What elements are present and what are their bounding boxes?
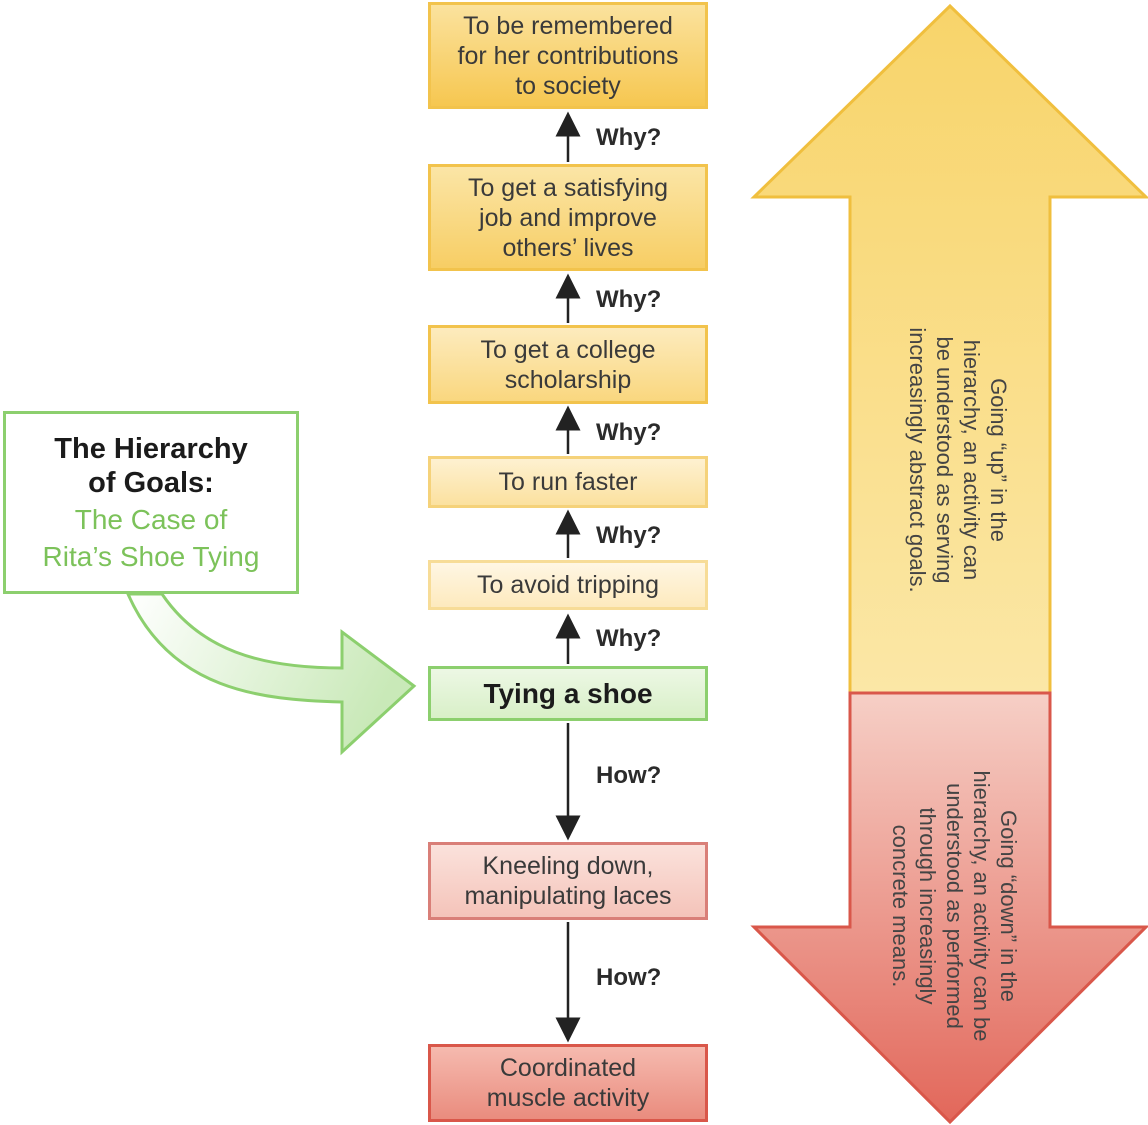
subtitle-line-1: The Case of xyxy=(74,503,228,535)
up-text-line: hierarchy, an activity can xyxy=(959,339,984,581)
up-arrow-shape xyxy=(750,3,1148,695)
goal-box-tying-shoe: Tying a shoe xyxy=(428,666,708,721)
up-text-line: increasingly abstract goals. xyxy=(905,327,930,593)
down-arrow-text: Going “down” in the hierarchy, an activi… xyxy=(882,756,1022,1056)
down-text-line: through increasingly xyxy=(915,807,940,1005)
goal-text: To avoid tripping xyxy=(476,571,660,599)
goal-text: Coordinated xyxy=(499,1054,637,1082)
down-text-line: understood as performed xyxy=(942,783,967,1029)
goal-text: for her contributions xyxy=(457,41,679,70)
why-label-2: Why? xyxy=(596,286,662,313)
goal-box-scholarship: To get a college scholarship xyxy=(428,325,708,404)
up-text-line: Going “up” in the xyxy=(986,378,1011,542)
goal-box-muscle: Coordinated muscle activity xyxy=(428,1044,708,1122)
goal-text: To get a college xyxy=(480,335,656,364)
goal-text: muscle activity xyxy=(486,1084,650,1112)
goal-text: Kneeling down, xyxy=(482,852,654,880)
goal-text: To run faster xyxy=(498,468,638,496)
up-text-line: be understood as serving xyxy=(932,336,957,584)
why-label-3: Why? xyxy=(596,419,662,446)
why-label-4: Why? xyxy=(596,522,662,549)
goal-text: Tying a shoe xyxy=(483,677,653,709)
why-label-5: Why? xyxy=(596,625,662,652)
goal-text: job and improve xyxy=(479,203,657,232)
goal-text: to society xyxy=(515,71,621,100)
how-label-1: How? xyxy=(596,762,662,789)
green-curved-arrow xyxy=(125,592,417,756)
down-text-line: concrete means. xyxy=(888,824,913,988)
subtitle-line-2: Rita’s Shoe Tying xyxy=(42,540,260,572)
goal-text: others’ lives xyxy=(502,233,634,262)
title-box: The Hierarchy of Goals: The Case of Rita… xyxy=(3,411,299,594)
title-line-2: of Goals: xyxy=(88,466,214,499)
up-arrow-text: Going “up” in the hierarchy, an activity… xyxy=(892,300,1012,620)
down-text-line: Going “down” in the xyxy=(996,810,1021,1002)
goal-text: To be remembered xyxy=(463,11,673,40)
goal-box-kneeling: Kneeling down, manipulating laces xyxy=(428,842,708,920)
goal-text: manipulating laces xyxy=(464,882,672,910)
goal-box-avoid-tripping: To avoid tripping xyxy=(428,560,708,610)
goal-text: scholarship xyxy=(504,365,632,394)
down-arrow-shape xyxy=(750,691,1148,1125)
goal-box-remembered: To be remembered for her contributions t… xyxy=(428,2,708,109)
title-line-1: The Hierarchy xyxy=(54,432,248,465)
why-label-1: Why? xyxy=(596,124,662,151)
down-text-line: hierarchy, an activity can be xyxy=(969,770,994,1042)
goal-text: To get a satisfying xyxy=(467,173,669,202)
goal-box-run-faster: To run faster xyxy=(428,456,708,508)
goal-box-job: To get a satisfying job and improve othe… xyxy=(428,164,708,271)
how-label-2: How? xyxy=(596,964,662,991)
